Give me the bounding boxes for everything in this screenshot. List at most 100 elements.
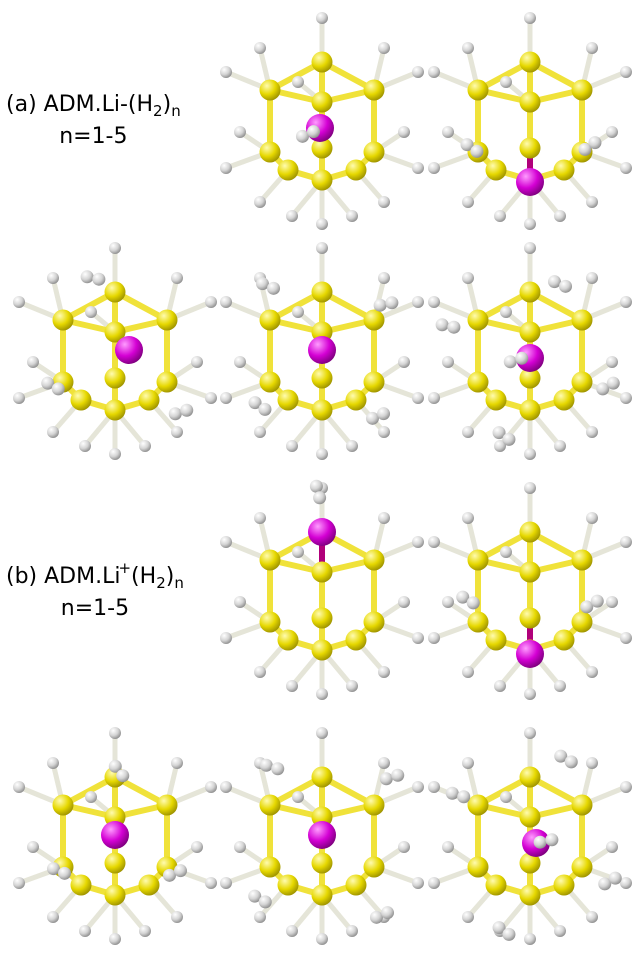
h2-molecule <box>460 138 484 158</box>
hydrogen-atom <box>346 440 358 452</box>
hydrogen-atom <box>292 306 304 318</box>
h2-atom <box>503 355 517 369</box>
hydrogen-atom <box>524 727 536 739</box>
h2-atom <box>547 275 561 289</box>
carbon-atom <box>571 309 593 331</box>
hydrogen-atom <box>286 680 298 692</box>
carbon-atom <box>571 794 593 816</box>
h2-atom <box>381 906 395 920</box>
hydrogen-atom <box>500 76 512 88</box>
panel-b-formula: (b) ADM.Li+(H2)n <box>6 559 184 592</box>
h2-molecule <box>162 864 188 882</box>
carbon-atom <box>363 856 385 878</box>
h2-molecule <box>456 590 480 610</box>
h2-atom <box>271 762 285 776</box>
h2-atom <box>377 407 391 421</box>
hydrogen-atom <box>606 596 618 608</box>
hydrogen-atom <box>442 126 454 138</box>
h2-atom <box>460 138 474 152</box>
hydrogen-atom <box>378 272 390 284</box>
hydrogen-atom <box>428 781 440 793</box>
lithium-atom <box>308 821 336 849</box>
hydrogen-atom <box>462 196 474 208</box>
h2-atom <box>457 790 471 804</box>
h2-molecule <box>369 906 395 924</box>
h2-molecule <box>435 318 461 334</box>
hydrogen-atom <box>85 791 97 803</box>
hydrogen-atom <box>442 356 454 368</box>
hydrogen-atom <box>316 727 328 739</box>
carbon-atom <box>571 549 593 571</box>
h2-atom <box>385 296 399 310</box>
h2-atom <box>588 136 602 150</box>
h2-atom <box>435 318 449 332</box>
h2-atom <box>445 786 459 800</box>
hydrogen-atom <box>620 877 632 889</box>
hydrogen-atom <box>554 440 566 452</box>
carbon-atom <box>52 794 74 816</box>
carbon-atom <box>519 51 541 73</box>
hydrogen-atom <box>316 12 328 24</box>
hydrogen-atom <box>524 242 536 254</box>
hydrogen-atom <box>524 448 536 460</box>
h2-molecule <box>248 396 272 416</box>
hydrogen-atom <box>412 162 424 174</box>
hydrogen-atom <box>13 296 25 308</box>
hydrogen-atom <box>346 680 358 692</box>
hydrogen-atom <box>412 632 424 644</box>
hydrogen-atom <box>586 911 598 923</box>
carbon-atom <box>311 639 333 661</box>
h2-molecule <box>445 786 471 804</box>
h2-atom <box>533 835 547 849</box>
carbon-atom <box>467 794 489 816</box>
carbon-atom <box>311 137 333 159</box>
h2-molecule <box>108 759 130 783</box>
hydrogen-atom <box>462 757 474 769</box>
carbon-atom <box>104 367 126 389</box>
hydrogen-atom <box>586 757 598 769</box>
carbon-atom <box>277 159 299 181</box>
hydrogen-atom <box>139 440 151 452</box>
h2-atom <box>41 376 55 390</box>
hydrogen-atom <box>500 546 512 558</box>
hydrogen-atom <box>139 925 151 937</box>
h2-atom <box>80 270 94 284</box>
hydrogen-atom <box>292 546 304 558</box>
carbon-atom <box>259 141 281 163</box>
lithium-atom <box>308 518 336 546</box>
carbon-atom <box>553 159 575 181</box>
charge-superscript: + <box>118 559 132 577</box>
adamantane-li-complex <box>220 12 424 230</box>
carbon-atom <box>571 371 593 393</box>
carbon-atom <box>467 309 489 331</box>
carbon-atom <box>571 79 593 101</box>
hydrogen-atom <box>428 632 440 644</box>
hydrogen-atom <box>398 841 410 853</box>
carbon-atom <box>519 367 541 389</box>
carbon-atom <box>571 856 593 878</box>
hydrogen-atom <box>316 448 328 460</box>
carbon-atom <box>52 309 74 331</box>
hydrogen-atom <box>412 392 424 404</box>
hydrogen-atom <box>254 666 266 678</box>
hydrogen-atom <box>554 210 566 222</box>
hydrogen-atom <box>171 911 183 923</box>
hydrogen-atom <box>606 126 618 138</box>
hydrogen-atom <box>378 666 390 678</box>
panel-a-label: (a) ADM.Li-(H2)n n=1-5 <box>6 92 181 150</box>
carbon-atom <box>345 159 367 181</box>
hydrogen-atom <box>442 596 454 608</box>
hydrogen-atom <box>494 440 506 452</box>
hydrogen-atom <box>462 512 474 524</box>
hydrogen-atom <box>234 356 246 368</box>
hydrogen-atom <box>412 877 424 889</box>
carbon-atom <box>311 281 333 303</box>
hydrogen-atom <box>191 841 203 853</box>
hydrogen-atom <box>524 933 536 945</box>
h2-atom <box>258 402 272 416</box>
carbon-atom <box>104 399 126 421</box>
carbon-atom <box>467 856 489 878</box>
carbon-atom <box>519 806 541 828</box>
carbon-atom <box>311 852 333 874</box>
h2-atom <box>248 889 262 903</box>
